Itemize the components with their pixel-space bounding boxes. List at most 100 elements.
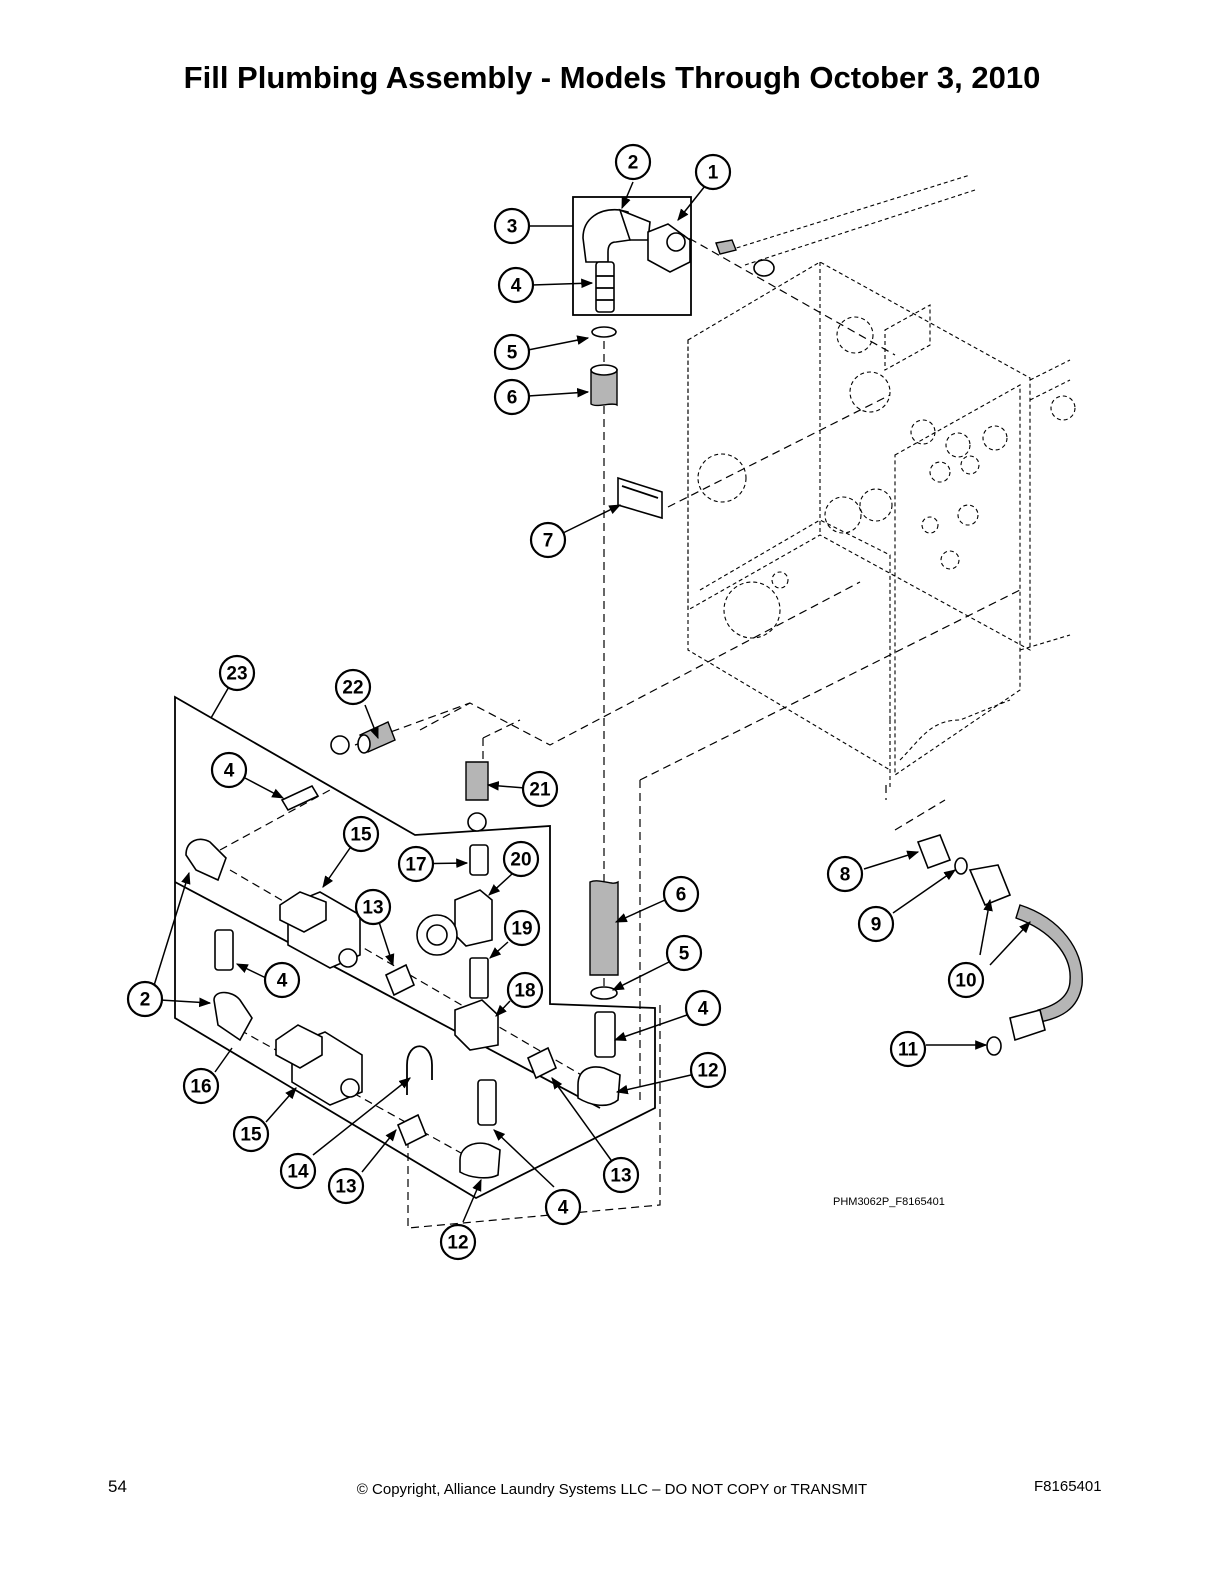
part-label-plate [617,476,663,520]
callout-1: 1 [694,153,732,191]
svg-text:18: 18 [514,981,535,1002]
svg-text:21: 21 [529,780,551,801]
svg-text:6: 6 [676,885,687,906]
part-barb-fitting-4a [280,784,320,812]
part-barb-fitting-top [595,261,615,313]
part-washer-11 [986,1036,1002,1056]
part-nipple-13c [396,1113,428,1147]
part-nipple-13b [526,1046,558,1080]
part-inlet-hose-10 [968,864,1083,1042]
callout-21: 21 [521,770,559,808]
callout-15: 15 [342,815,380,853]
part-barb-fitting-4d [477,1079,497,1126]
callout-3: 3 [493,207,531,245]
callout-11: 11 [889,1030,927,1068]
svg-text:13: 13 [610,1166,631,1187]
callout-9: 9 [857,905,895,943]
svg-text:12: 12 [447,1233,468,1254]
callout-23: 23 [218,654,256,692]
part-nipple-13a [384,963,416,997]
part-fitting-17 [469,844,489,876]
callout-5: 5 [493,333,531,371]
callout-12b: 12 [439,1223,477,1261]
callout-4c: 4 [263,961,301,999]
callout-5b: 5 [665,934,703,972]
callout-2b: 2 [126,980,164,1018]
callout-20: 20 [502,840,540,878]
callout-13b: 13 [602,1156,640,1194]
copyright-notice: © Copyright, Alliance Laundry Systems LL… [356,1481,868,1498]
callout-22: 22 [334,668,372,706]
svg-text:2: 2 [628,153,639,174]
part-tee-20 [416,889,493,956]
drawing-id: PHM3062P_F8165401 [833,1196,945,1208]
callout-2: 2 [614,143,652,181]
part-elbow-12b [459,1142,501,1179]
svg-text:3: 3 [507,217,518,238]
part-elbow-top [582,208,651,263]
svg-text:17: 17 [405,855,426,876]
callout-18: 18 [506,971,544,1009]
svg-text:11: 11 [898,1040,919,1061]
callout-10: 10 [947,961,985,999]
svg-text:6: 6 [507,388,518,409]
page-title: Fill Plumbing Assembly - Models Through … [183,60,1041,95]
svg-text:22: 22 [342,678,363,699]
callout-12: 12 [689,1051,727,1089]
callout-19: 19 [503,909,541,947]
svg-text:4: 4 [224,761,235,782]
part-hose-22 [330,721,396,755]
part-tee-18 [454,999,499,1051]
callout-7: 7 [529,521,567,559]
svg-text:4: 4 [698,999,709,1020]
callout-13c: 13 [327,1167,365,1205]
part-solenoid-valve-lower [275,1024,363,1106]
part-elbow-2a [185,838,227,882]
leader-lines [151,181,1031,1223]
svg-text:15: 15 [240,1125,262,1146]
part-barb-fitting-4c [214,929,234,971]
svg-text:4: 4 [511,276,522,297]
svg-text:2: 2 [140,990,151,1011]
callout-13: 13 [354,888,392,926]
callout-16: 16 [182,1067,220,1105]
part-hose-6-lower [589,880,619,976]
part-tube-21 [465,761,489,832]
part-washer-9 [954,857,968,875]
document-id: F8165401 [1034,1478,1102,1495]
part-hose-top [590,364,618,407]
svg-text:19: 19 [511,919,532,940]
svg-text:5: 5 [679,944,690,965]
callout-15b: 15 [232,1115,270,1153]
callout-4e: 4 [544,1188,582,1226]
part-clamp-top [591,326,617,338]
svg-text:23: 23 [226,664,247,685]
part-elbow-12a [577,1066,621,1107]
svg-text:5: 5 [507,343,518,364]
svg-text:10: 10 [955,971,976,992]
svg-text:20: 20 [510,850,531,871]
part-barb-fitting-4b [594,1011,616,1058]
svg-text:13: 13 [362,898,383,919]
part-solenoid-valve-upper [279,891,361,969]
callout-14: 14 [279,1152,317,1190]
callout-8: 8 [826,855,864,893]
part-elbow-2b [213,991,253,1042]
svg-text:15: 15 [350,825,372,846]
callout-4: 4 [497,266,535,304]
cabinet-frame [687,174,1076,790]
panel-outlines [174,196,692,1200]
part-adapter-8 [916,834,952,870]
svg-text:12: 12 [697,1061,718,1082]
part-flange-inlet [647,223,691,273]
svg-text:8: 8 [840,865,851,886]
svg-text:13: 13 [335,1177,356,1198]
svg-text:9: 9 [871,915,882,936]
svg-text:7: 7 [543,531,554,552]
part-clamp-5-lower [590,986,618,1000]
svg-text:14: 14 [287,1162,309,1183]
page-number: 54 [108,1477,127,1496]
callout-17: 17 [397,845,435,883]
svg-text:4: 4 [558,1198,569,1219]
